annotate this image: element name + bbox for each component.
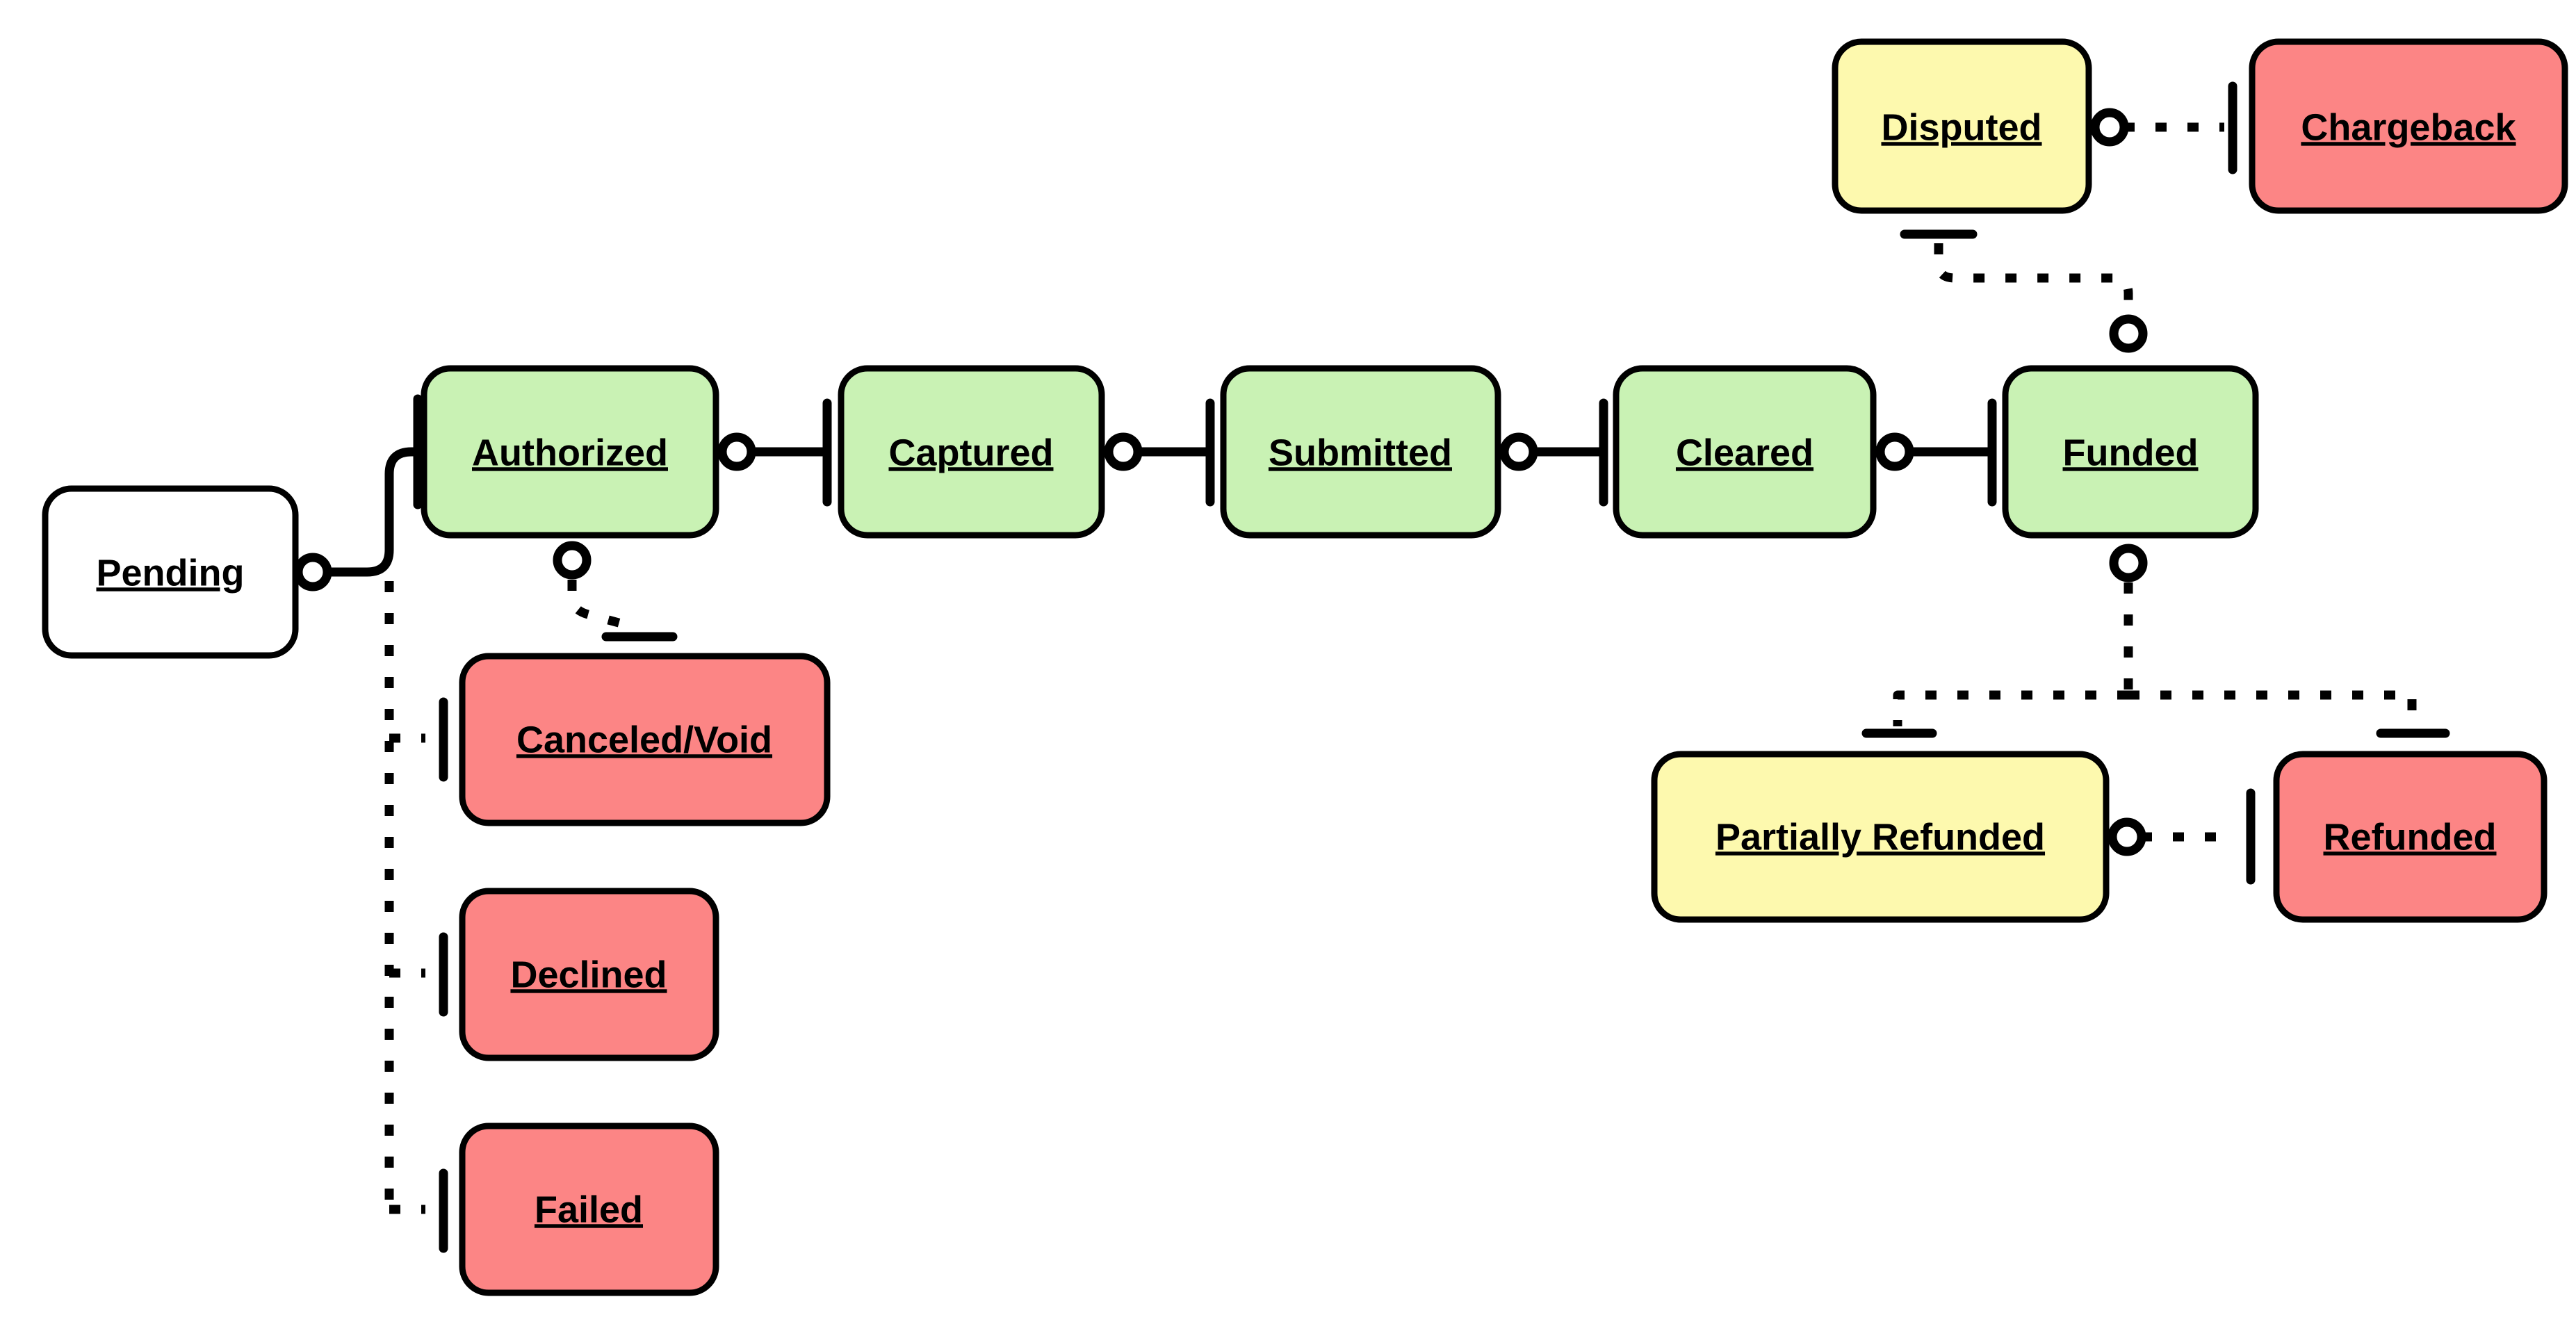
node-partially-refunded-label: Partially Refunded [1715, 816, 2045, 858]
cardinality-zero-circle [717, 432, 756, 471]
node-chargeback[interactable]: Chargeback [2249, 38, 2568, 214]
node-submitted[interactable]: Submitted [1220, 365, 1501, 539]
edge-pending-terminal-branch [384, 581, 448, 1253]
edge-partially-refunded-refunded [2108, 788, 2256, 885]
node-captured-box[interactable] [838, 365, 1105, 539]
node-declined-box[interactable] [459, 888, 719, 1061]
node-partially-refunded[interactable]: Partially Refunded [1651, 751, 2110, 923]
edge-disputed-chargeback [2090, 81, 2237, 174]
node-refunded-label: Refunded [2324, 816, 2497, 858]
node-chargeback-label: Chargeback [2301, 106, 2516, 148]
cardinality-zero-circle [2090, 108, 2129, 147]
edge-layer [293, 81, 2450, 1253]
node-pending-label: Pending [97, 552, 245, 594]
node-pending[interactable]: Pending [42, 485, 299, 659]
node-captured-label: Captured [888, 432, 1053, 473]
node-pending-box[interactable] [42, 485, 299, 659]
node-chargeback-box[interactable] [2249, 38, 2568, 214]
node-canceled-void-label: Canceled/Void [516, 719, 772, 760]
node-canceled-void-box[interactable] [459, 653, 831, 826]
node-declined[interactable]: Declined [459, 888, 719, 1061]
edge-submitted-cleared [1499, 398, 1608, 507]
node-funded[interactable]: Funded [2002, 365, 2259, 539]
node-refunded[interactable]: Refunded [2273, 751, 2548, 923]
node-authorized-box[interactable] [421, 365, 719, 539]
edge-authorized-canceled [553, 541, 678, 642]
edge-disputed-funded [1900, 229, 2148, 353]
node-authorized-label: Authorized [472, 432, 668, 473]
cardinality-zero-circle [293, 553, 332, 591]
node-funded-box[interactable] [2002, 365, 2259, 539]
edge-captured-submitted [1104, 398, 1215, 507]
node-failed-box[interactable] [459, 1123, 719, 1296]
node-cleared[interactable]: Cleared [1613, 365, 1877, 539]
node-partially-refunded-box[interactable] [1651, 751, 2110, 923]
node-cleared-box[interactable] [1613, 365, 1877, 539]
node-funded-label: Funded [2063, 432, 2199, 473]
edge-funded-refund-branch [1861, 544, 2450, 738]
node-disputed-label: Disputed [1881, 106, 2041, 148]
node-failed-label: Failed [535, 1189, 643, 1230]
node-submitted-label: Submitted [1269, 432, 1452, 473]
edge-pending-authorized [293, 394, 423, 591]
edge-authorized-captured [717, 398, 832, 507]
node-refunded-box[interactable] [2273, 751, 2548, 923]
cardinality-zero-circle [2109, 544, 2148, 582]
node-authorized[interactable]: Authorized [421, 365, 719, 539]
cardinality-zero-circle [1875, 432, 1914, 471]
node-disputed[interactable]: Disputed [1832, 38, 2092, 214]
node-cleared-label: Cleared [1676, 432, 1813, 473]
cardinality-zero-circle [1499, 432, 1538, 471]
node-declined-label: Declined [510, 954, 667, 995]
node-disputed-box[interactable] [1832, 38, 2092, 214]
edge-cleared-funded [1875, 398, 1997, 507]
node-failed[interactable]: Failed [459, 1123, 719, 1296]
node-captured[interactable]: Captured [838, 365, 1105, 539]
cardinality-zero-circle [1104, 432, 1143, 471]
node-canceled-void[interactable]: Canceled/Void [459, 653, 831, 826]
cardinality-zero-circle [2108, 817, 2146, 856]
cardinality-zero-circle [553, 541, 592, 580]
cardinality-zero-circle [2109, 314, 2148, 353]
node-layer: Pending Authorized Captured Submitted Cl… [42, 38, 2568, 1296]
node-submitted-box[interactable] [1220, 365, 1501, 539]
